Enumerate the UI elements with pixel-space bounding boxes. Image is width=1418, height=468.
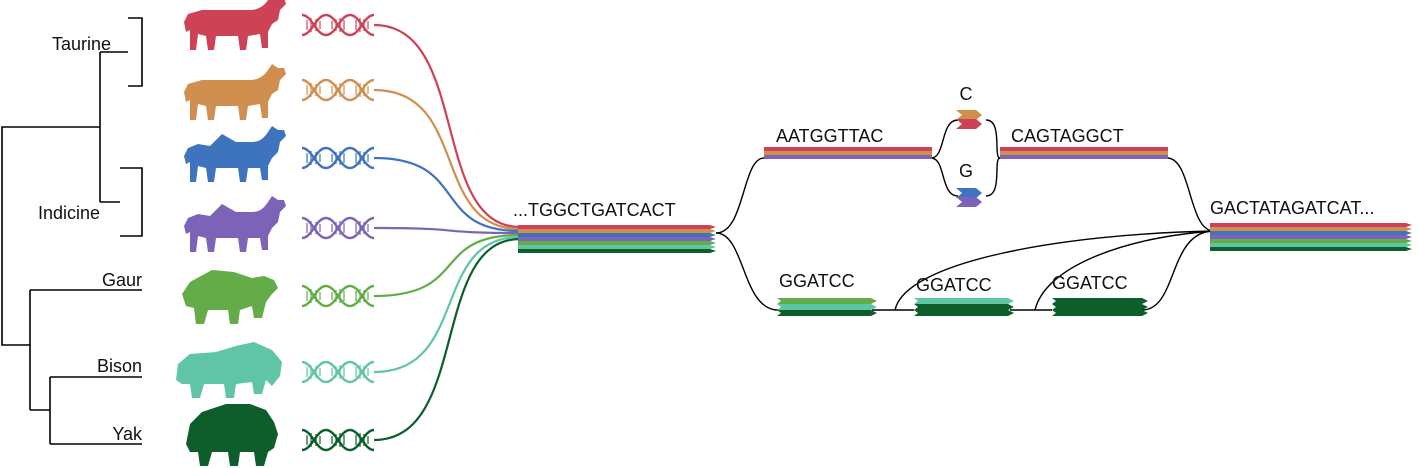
strand-band bbox=[764, 151, 932, 155]
strand-curve bbox=[373, 156, 521, 233]
animal-silhouettes bbox=[176, 0, 286, 466]
allele-chevron-icon bbox=[956, 197, 982, 207]
zebu-icon bbox=[184, 126, 286, 182]
repeat-band bbox=[914, 304, 1014, 310]
cattle-icon bbox=[184, 0, 286, 50]
allele-chevron-icon bbox=[956, 188, 982, 198]
strand-band bbox=[1000, 147, 1168, 151]
repeat-band bbox=[1052, 310, 1148, 316]
gaur-icon bbox=[182, 270, 278, 324]
converging-strands bbox=[373, 23, 521, 442]
species-label-yak: Yak bbox=[112, 424, 143, 444]
group-label-taurine: Taurine bbox=[52, 34, 111, 54]
graph-branches bbox=[715, 119, 1215, 311]
strand-band bbox=[518, 229, 716, 233]
repeat-label-2: GGATCC bbox=[916, 275, 992, 295]
snp-alt-bottom-label: G bbox=[959, 161, 973, 181]
bison-icon bbox=[176, 342, 282, 398]
merged-sequence-bundle bbox=[518, 225, 716, 253]
strand-band bbox=[1210, 243, 1412, 247]
strand-band bbox=[518, 225, 716, 229]
snp-left-label: AATGGTTAC bbox=[776, 126, 883, 146]
strand-band bbox=[518, 245, 716, 249]
end-sequence-bundle bbox=[1210, 223, 1412, 251]
allele-chevron-icon bbox=[956, 110, 982, 120]
strand-band bbox=[518, 233, 716, 237]
strand-band bbox=[518, 237, 716, 241]
strand-curve bbox=[373, 88, 521, 231]
tandem-repeats bbox=[777, 298, 1148, 316]
snp-alt-top-label: C bbox=[960, 84, 973, 104]
species-label-gaur: Gaur bbox=[102, 270, 142, 290]
strand-curve bbox=[373, 235, 521, 374]
zebu-icon bbox=[184, 196, 286, 252]
yak-icon bbox=[186, 404, 278, 466]
strand-band bbox=[1210, 227, 1412, 231]
snp-bubble bbox=[764, 110, 1168, 207]
strand-band bbox=[764, 155, 932, 159]
strand-band bbox=[1210, 247, 1412, 251]
merged-sequence-label: ...TGGCTGATCACT bbox=[513, 200, 676, 220]
strand-band bbox=[764, 147, 932, 151]
snp-right-label: CAGTAGGCT bbox=[1011, 126, 1124, 146]
repeat-band bbox=[777, 304, 877, 310]
dna-helix-icon bbox=[300, 360, 376, 384]
repeat-label-1: GGATCC bbox=[779, 271, 855, 291]
strand-band bbox=[1000, 155, 1168, 159]
dna-helix-icon bbox=[300, 78, 376, 102]
strand-curve bbox=[373, 237, 521, 442]
strand-band bbox=[518, 241, 716, 245]
dna-helix-icon bbox=[300, 146, 376, 170]
repeat-band bbox=[777, 298, 877, 304]
strand-curve bbox=[373, 23, 521, 229]
strand-band bbox=[1000, 151, 1168, 155]
phylogenetic-tree: Taurine Indicine Gaur Bison Yak bbox=[1, 17, 143, 445]
strand-band bbox=[1210, 235, 1412, 239]
strand-band bbox=[1210, 239, 1412, 243]
dna-helices bbox=[300, 13, 376, 452]
repeat-band bbox=[1052, 298, 1148, 304]
dna-helix-icon bbox=[300, 428, 376, 452]
allele-chevron-icon bbox=[956, 119, 982, 129]
dna-helix-icon bbox=[300, 216, 376, 240]
strand-band bbox=[1210, 231, 1412, 235]
dna-helix-icon bbox=[300, 284, 376, 308]
repeat-band bbox=[1052, 304, 1148, 310]
repeat-label-3: GGATCC bbox=[1052, 273, 1128, 293]
dna-helix-icon bbox=[300, 13, 376, 37]
group-label-indicine: Indicine bbox=[38, 203, 100, 223]
species-label-bison: Bison bbox=[97, 356, 142, 376]
strand-curve bbox=[373, 226, 521, 235]
strand-curve bbox=[373, 233, 521, 298]
repeat-band bbox=[914, 298, 1014, 304]
end-sequence-label: GACTATAGATCAT... bbox=[1210, 198, 1374, 218]
repeat-band bbox=[914, 310, 1014, 316]
strand-band bbox=[1210, 223, 1412, 227]
repeat-band bbox=[777, 310, 877, 316]
strand-band bbox=[518, 249, 716, 253]
cattle-icon bbox=[184, 64, 286, 120]
